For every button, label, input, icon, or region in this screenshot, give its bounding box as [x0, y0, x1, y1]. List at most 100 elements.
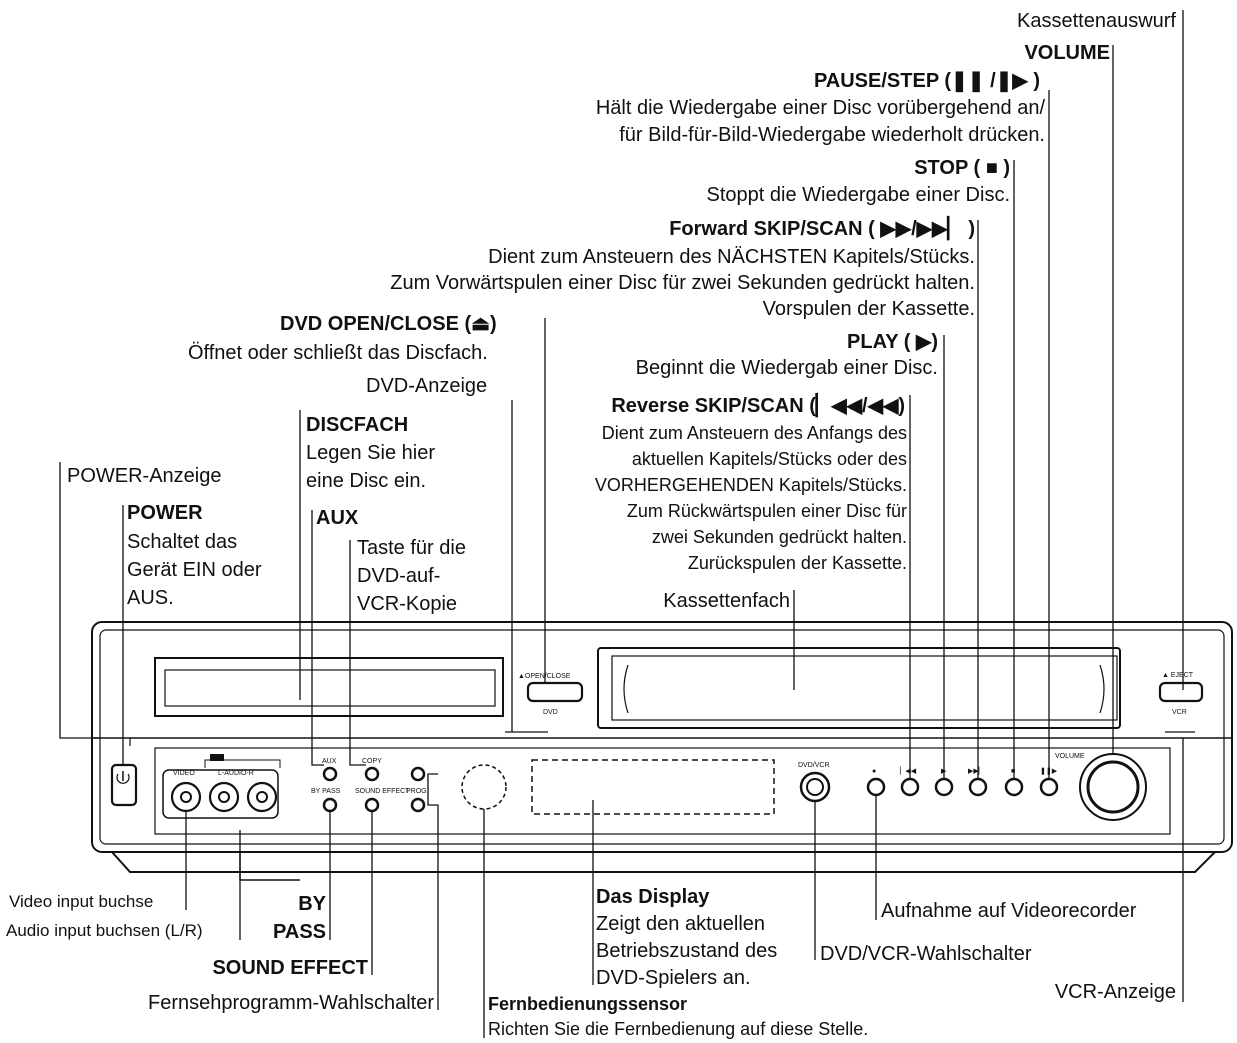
label-discfach-desc2: eine Disc ein.: [306, 470, 427, 492]
panel-dvdvcr: DVD/VCR: [798, 762, 830, 769]
panel-aux: AUX: [322, 758, 337, 765]
prog-down-button: [410, 797, 426, 813]
open-close-button: [526, 681, 584, 703]
label-dvd-anzeige: DVD-Anzeige: [366, 375, 488, 397]
label-stop-title: STOP ( ■ ): [914, 157, 1010, 179]
label-pause-title: PAUSE/STEP (❚❚ /❚▶ ): [813, 70, 1040, 92]
panel-copy: COPY: [362, 758, 382, 765]
panel-prog: PROG.: [406, 788, 429, 795]
label-power-title: POWER: [127, 502, 203, 524]
remote-sensor: [461, 764, 507, 810]
panel-vcr: VCR: [1172, 709, 1187, 716]
label-volume: VOLUME: [1024, 42, 1110, 64]
sound-effect-button: [364, 797, 380, 813]
label-rev-desc2: aktuellen Kapitels/Stücks oder des: [631, 449, 907, 469]
label-bypass1: BY: [298, 893, 326, 915]
panel-sound: SOUND EFFECT: [355, 788, 410, 795]
panel-eject: ▲ EJECT: [1162, 672, 1194, 679]
audio-l-jack: [208, 781, 240, 813]
disc-tray: [154, 657, 504, 717]
copy-button: [364, 766, 380, 782]
panel-bypass: BY PASS: [311, 788, 341, 795]
forward-button: [968, 777, 988, 797]
label-rev-desc3: VORHERGEHENDEN Kapitels/Stücks.: [594, 475, 907, 495]
label-fwd-desc2: Zum Vorwärtspulen einer Disc für zwei Se…: [390, 272, 975, 294]
label-open-title: DVD OPEN/CLOSE (⏏): [280, 313, 497, 335]
label-fwd-desc1: Dient zum Ansteuern des NÄCHSTEN Kapitel…: [488, 246, 975, 268]
panel-dvd: DVD: [543, 709, 558, 716]
label-rev-desc6: Zurückspulen der Kassette.: [687, 553, 907, 573]
label-copy-desc2: DVD-auf-: [357, 565, 441, 587]
label-audio-input: Audio input buchsen (L/R): [6, 921, 203, 940]
front-panel: [154, 747, 1171, 835]
label-pause-desc2: für Bild-für-Bild-Wiedergabe wiederholt …: [619, 124, 1045, 146]
label-sensor-desc: Richten Sie die Fernbedienung auf diese …: [488, 1019, 869, 1039]
display-window: [531, 759, 775, 815]
input-jack-panel: [162, 769, 279, 819]
dvd-vcr-selector: [799, 771, 831, 803]
device-base: [111, 851, 1216, 873]
label-rev-desc1: Dient zum Ansteuern des Anfangs des: [601, 423, 907, 443]
label-play-desc: Beginnt die Wiedergab einer Disc.: [635, 357, 938, 379]
label-pause-desc1: Hält die Wiedergabe einer Disc vorüberge…: [595, 97, 1045, 119]
label-kassettenfach: Kassettenfach: [663, 590, 790, 612]
prog-up-button: [410, 766, 426, 782]
video-jack: [170, 781, 202, 813]
aux-button: [322, 766, 338, 782]
panel-audio: L-AUDIO-R: [218, 770, 254, 777]
panel-stop: ■: [1011, 768, 1015, 775]
label-dvdvcr-switch: DVD/VCR-Wahlschalter: [820, 943, 1032, 965]
panel-fwd: ▶▶▏: [968, 766, 984, 775]
volume-knob: [1079, 753, 1147, 821]
label-rev-desc4: Zum Rückwärtspulen einer Disc für: [626, 501, 907, 521]
label-display-desc1: Zeigt den aktuellen: [596, 913, 766, 935]
eject-button: [1158, 681, 1204, 703]
label-discfach-title: DISCFACH: [306, 414, 409, 436]
label-play-title: PLAY ( ▶): [847, 331, 938, 353]
reverse-button: [900, 777, 920, 797]
device-foot: [239, 852, 300, 881]
label-stop-desc: Stoppt die Wiedergabe einer Disc.: [706, 184, 1011, 206]
panel-volume: VOLUME: [1055, 753, 1085, 760]
label-discfach-desc1: Legen Sie hier: [306, 442, 435, 464]
label-rev-desc5: zwei Sekunden gedrückt halten.: [651, 527, 907, 547]
label-vcr-anzeige: VCR-Anzeige: [1054, 981, 1176, 1003]
label-power-desc2: Gerät EIN oder: [127, 559, 262, 581]
panel-video: VIDEO: [173, 770, 195, 777]
label-copy-desc1: Taste für die: [357, 537, 466, 559]
label-power-anzeige: POWER-Anzeige: [67, 465, 222, 487]
label-rev-title: Reverse SKIP/SCAN (▏◀◀/◀◀): [611, 395, 905, 417]
label-display-title: Das Display: [596, 886, 710, 908]
label-open-desc: Öffnet oder schließt das Discfach.: [188, 342, 488, 364]
label-sound-effect: SOUND EFFECT: [212, 957, 368, 979]
label-fwd-desc3: Vorspulen der Kassette.: [762, 298, 975, 320]
record-button: [866, 777, 886, 797]
label-video-input: Video input buchse: [9, 892, 154, 911]
label-fwd-title: Forward SKIP/SCAN ( ▶▶/▶▶▏ ): [669, 218, 975, 240]
label-kassettenauswurf: Kassettenauswurf: [1017, 10, 1176, 32]
power-button: [110, 763, 138, 807]
play-button: [934, 777, 954, 797]
audio-r-jack: [246, 781, 278, 813]
panel-rec: ●: [872, 768, 876, 775]
label-copy-desc3: VCR-Kopie: [357, 593, 458, 615]
label-display-desc3: DVD-Spielers an.: [596, 967, 751, 989]
label-bypass2: PASS: [273, 921, 326, 943]
device-body: [91, 621, 1233, 853]
label-sensor-title: Fernbedienungssensor: [488, 994, 688, 1014]
pause-button: [1039, 777, 1059, 797]
label-display-desc2: Betriebszustand des: [596, 940, 778, 962]
label-power-desc3: AUS.: [127, 587, 174, 609]
label-aux: AUX: [316, 507, 359, 529]
bypass-button: [322, 797, 338, 813]
cassette-compartment: [597, 647, 1121, 729]
stop-button: [1004, 777, 1024, 797]
label-prog-switch: Fernsehprogramm-Wahlschalter: [147, 992, 434, 1014]
leader-lines: [59, 10, 1184, 1038]
device-inner-frame: [99, 629, 1225, 845]
label-record: Aufnahme auf Videorecorder: [881, 900, 1137, 922]
panel-rev: ▏◀◀: [899, 766, 917, 775]
label-power-desc1: Schaltet das: [127, 531, 238, 553]
